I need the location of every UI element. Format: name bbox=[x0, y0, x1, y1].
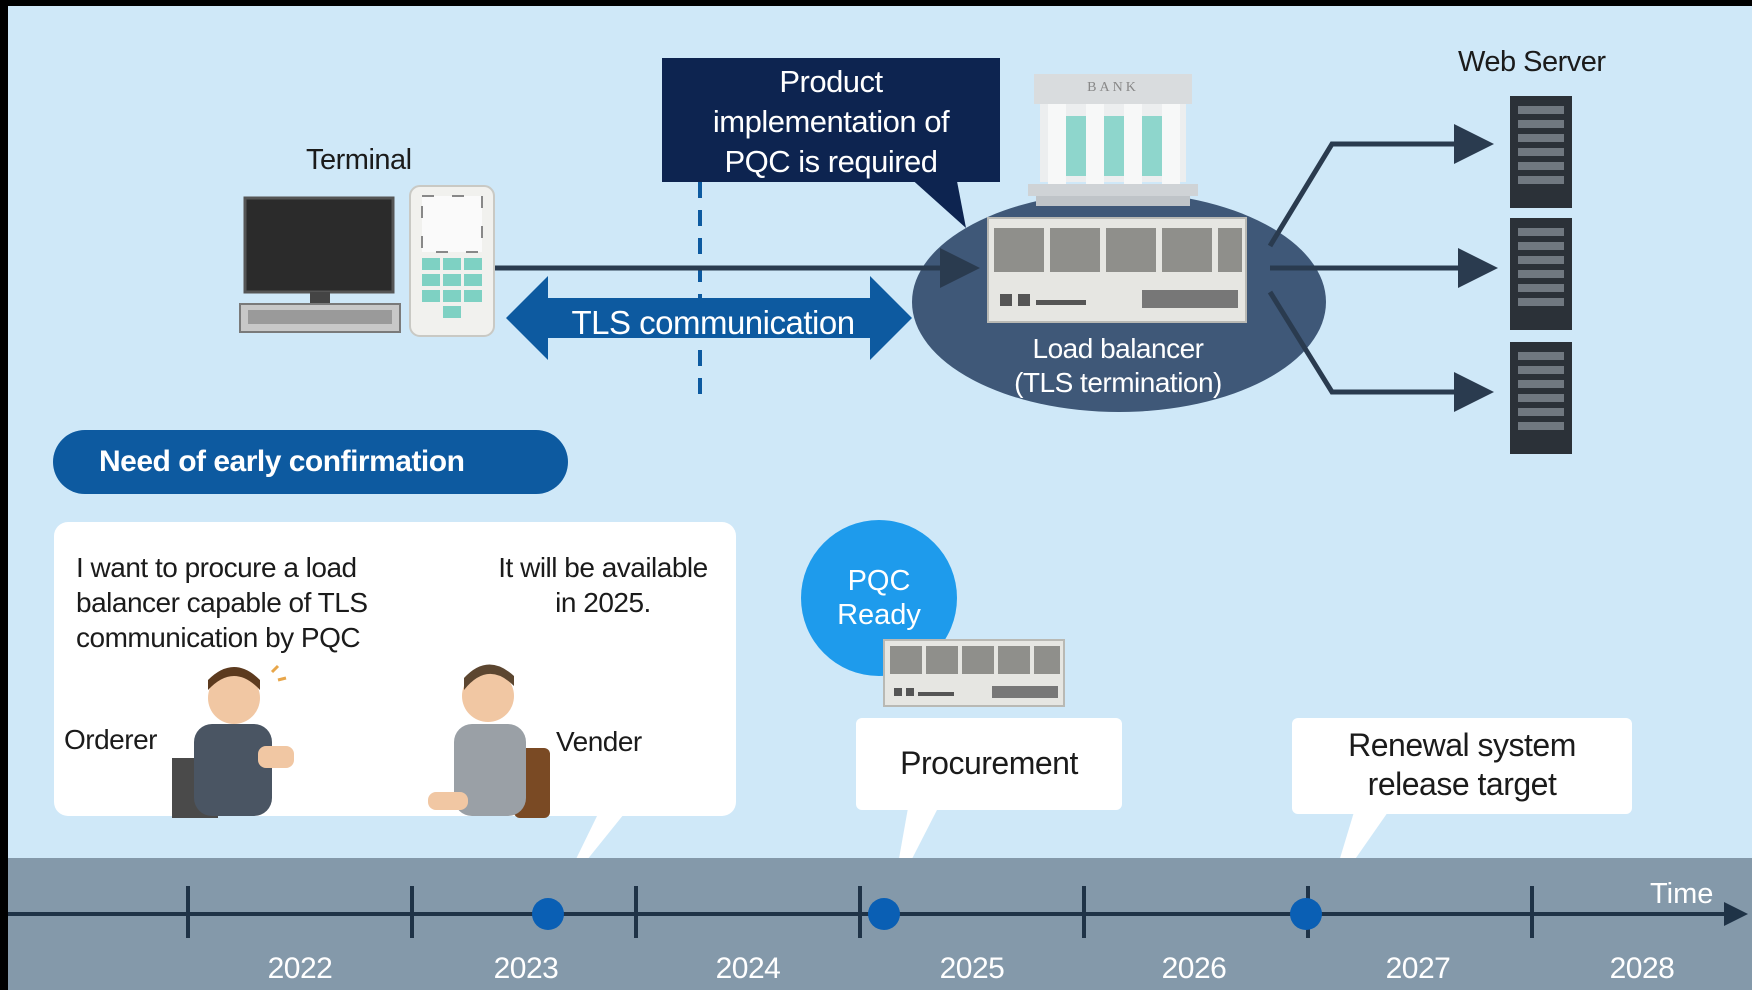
procurement-label: Procurement bbox=[900, 745, 1078, 781]
pqc-device-icon bbox=[883, 639, 1065, 707]
pqc-ready-line-2: Ready bbox=[837, 599, 921, 631]
terminal-label: Terminal bbox=[306, 144, 412, 176]
vendor-quote-line-2: in 2025. bbox=[555, 587, 651, 618]
web-server-1-icon bbox=[1510, 96, 1572, 208]
orderer-figure bbox=[172, 664, 294, 818]
year-2027: 2027 bbox=[1385, 952, 1451, 985]
renewal-label: Renewal system release target bbox=[1292, 726, 1632, 804]
network-graphics bbox=[239, 74, 1572, 454]
lb-to-server3-arrow bbox=[1267, 290, 1494, 412]
year-2022: 2022 bbox=[267, 952, 333, 985]
early-confirmation-pill: Need of early confirmation bbox=[53, 430, 568, 494]
orderer-label: Orderer bbox=[64, 724, 157, 755]
vendor-figure bbox=[428, 664, 550, 818]
year-2025: 2025 bbox=[939, 952, 1005, 985]
diagram-frame: Terminal Web Server Product implementati… bbox=[8, 6, 1752, 990]
year-2028: 2028 bbox=[1609, 952, 1675, 985]
load-balancer-line-2: (TLS termination) bbox=[1014, 367, 1222, 398]
year-2023: 2023 bbox=[493, 952, 559, 985]
payment-terminal-icon bbox=[409, 185, 495, 337]
orderer-quote-line-2: balancer capable of TLS bbox=[76, 587, 368, 618]
renewal-line-2: release target bbox=[1367, 766, 1557, 802]
web-server-2-icon bbox=[1510, 218, 1572, 330]
computer-icon bbox=[239, 196, 401, 333]
tls-communication-label: TLS communication bbox=[571, 304, 855, 341]
vendor-label: Vender bbox=[556, 726, 642, 757]
load-balancer-device bbox=[987, 217, 1247, 323]
year-2026: 2026 bbox=[1161, 952, 1227, 985]
callout-line-2: implementation of bbox=[712, 104, 950, 139]
timeline-axis bbox=[8, 886, 1748, 938]
renewal-line-1: Renewal system bbox=[1348, 727, 1576, 763]
marker-2025 bbox=[868, 898, 900, 930]
milestone-bubbles bbox=[856, 718, 1632, 898]
year-2024: 2024 bbox=[715, 952, 781, 985]
web-server-3-icon bbox=[1510, 342, 1572, 454]
orderer-quote-line-3: communication by PQC bbox=[76, 622, 361, 653]
orderer-quote-line-1: I want to procure a load bbox=[76, 552, 357, 583]
bank-sign: BANK bbox=[1087, 80, 1139, 95]
vendor-quote-line-1: It will be available bbox=[498, 552, 708, 583]
pqc-required-callout: Product implementation of PQC is require… bbox=[662, 58, 1000, 182]
orderer-quote: I want to procure a load balancer capabl… bbox=[76, 550, 368, 655]
callout-pointer bbox=[908, 176, 966, 228]
time-axis-label: Time bbox=[1650, 878, 1714, 910]
web-server-label: Web Server bbox=[1458, 46, 1606, 78]
lb-to-server1-arrow bbox=[1267, 124, 1494, 248]
bank-icon bbox=[1028, 74, 1198, 206]
vendor-quote: It will be available in 2025. bbox=[478, 550, 728, 620]
pqc-ready-line-1: PQC bbox=[847, 565, 911, 597]
callout-line-1: Product bbox=[779, 64, 883, 99]
tls-double-arrow bbox=[506, 276, 912, 360]
load-balancer-label: Load balancer (TLS termination) bbox=[1000, 332, 1236, 400]
marker-2027 bbox=[1290, 898, 1322, 930]
marker-2023 bbox=[532, 898, 564, 930]
load-balancer-line-1: Load balancer bbox=[1032, 333, 1204, 364]
callout-line-3: PQC is required bbox=[724, 144, 938, 179]
conversation-bubble bbox=[54, 522, 736, 896]
